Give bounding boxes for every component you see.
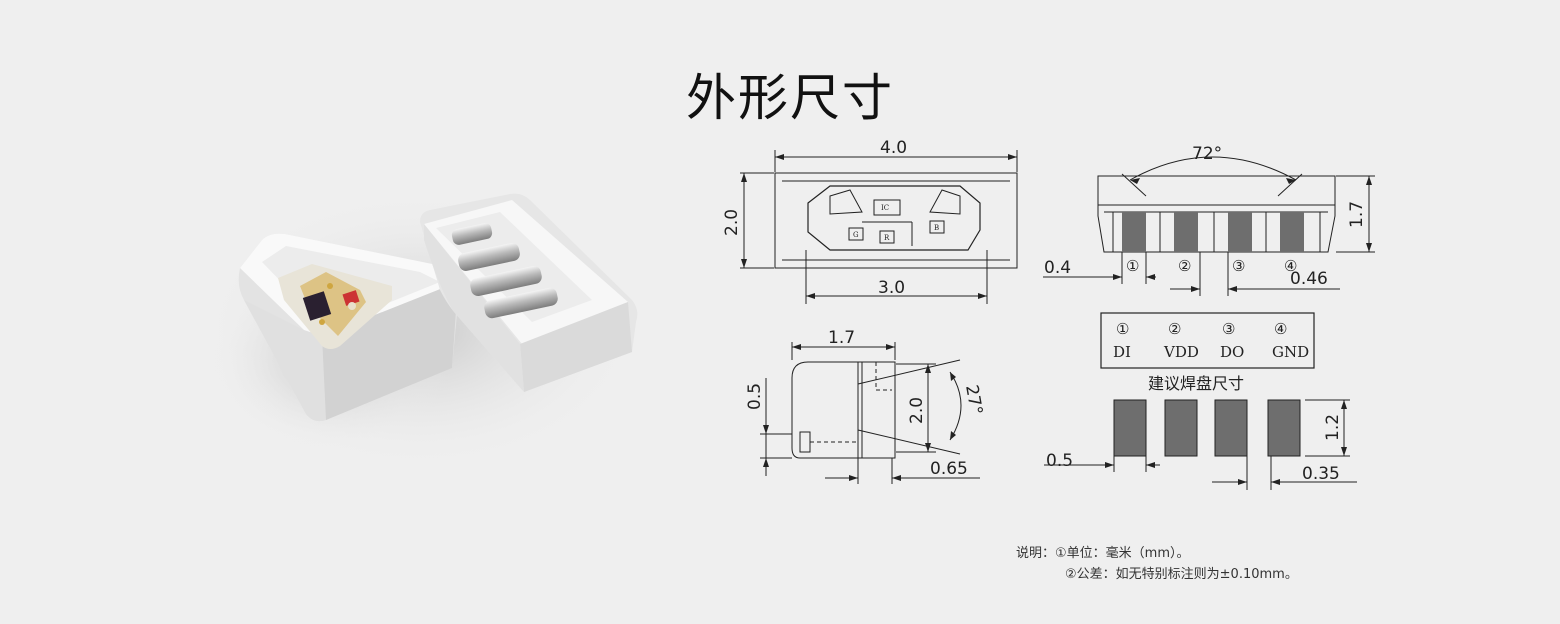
- page-title: 外形尺寸: [686, 69, 894, 127]
- chip-label-ic: IC: [881, 204, 889, 212]
- pad-layout-caption: 建议焊盘尺寸: [1148, 374, 1244, 393]
- table-pin-3: ③: [1222, 320, 1235, 338]
- pin-table: [1100, 312, 1315, 369]
- pad-2: [1164, 399, 1198, 457]
- dim-angle-27: 27°: [961, 383, 986, 416]
- front-pin-3: ③: [1232, 257, 1245, 275]
- recommended-pads: [1113, 399, 1301, 457]
- dim-lens-0-5: 0.5: [745, 383, 765, 410]
- dim-inner-width-3: 3.0: [878, 278, 905, 298]
- pad-3: [1214, 399, 1248, 457]
- dim-step-0-65: 0.65: [930, 459, 968, 479]
- chip-label-r: R: [884, 234, 890, 242]
- dim-angle-72: 72°: [1192, 144, 1222, 164]
- table-pin-1: ①: [1116, 320, 1129, 338]
- note-line-1: 说明：①单位：毫米（mm）。: [1016, 546, 1190, 561]
- pad-layout-dims: [1044, 399, 1357, 490]
- dim-width-4: 4.0: [880, 138, 907, 158]
- table-name-vdd: VDD: [1163, 343, 1199, 361]
- front-pin-1: ①: [1126, 257, 1139, 275]
- table-pin-2: ②: [1168, 320, 1181, 338]
- notes: 说明：①单位：毫米（mm）。 ②公差：如无特别标注则为±0.10mm。: [1016, 543, 1298, 585]
- arrowheads: [741, 154, 1372, 485]
- front-pin-4: ④: [1284, 257, 1297, 275]
- dim-depth-1-7: 1.7: [828, 328, 855, 348]
- top-view: [740, 150, 1018, 304]
- dim-height-1-7: 1.7: [1347, 201, 1367, 228]
- led-top-photo: [238, 233, 461, 422]
- chip-label-b: B: [934, 224, 939, 232]
- note-line-2: ②公差：如无特别标注则为±0.10mm。: [1065, 567, 1298, 582]
- front-pin-2: ②: [1178, 257, 1191, 275]
- pad-1: [1113, 399, 1147, 457]
- dim-pad-height-1-2: 1.2: [1323, 414, 1343, 441]
- dim-height-2: 2.0: [722, 209, 742, 236]
- chip-label-g: G: [853, 231, 859, 239]
- front-view-pads: [1122, 212, 1304, 252]
- table-name-gnd: GND: [1272, 343, 1309, 361]
- pad-4: [1267, 399, 1301, 457]
- table-name-do: DO: [1220, 343, 1244, 361]
- product-photo: [200, 190, 640, 470]
- dim-pad-offset-0-4: 0.4: [1044, 258, 1071, 278]
- dim-pad-width-0-46: 0.46: [1290, 269, 1328, 289]
- table-pin-4: ④: [1274, 320, 1287, 338]
- dim-pad-width-0-35: 0.35: [1302, 464, 1340, 484]
- table-name-di: DI: [1113, 343, 1131, 361]
- led-bottom-photo: [420, 193, 638, 392]
- dim-height-2-0: 2.0: [907, 397, 927, 424]
- dim-pad-gap-0-5: 0.5: [1046, 451, 1073, 471]
